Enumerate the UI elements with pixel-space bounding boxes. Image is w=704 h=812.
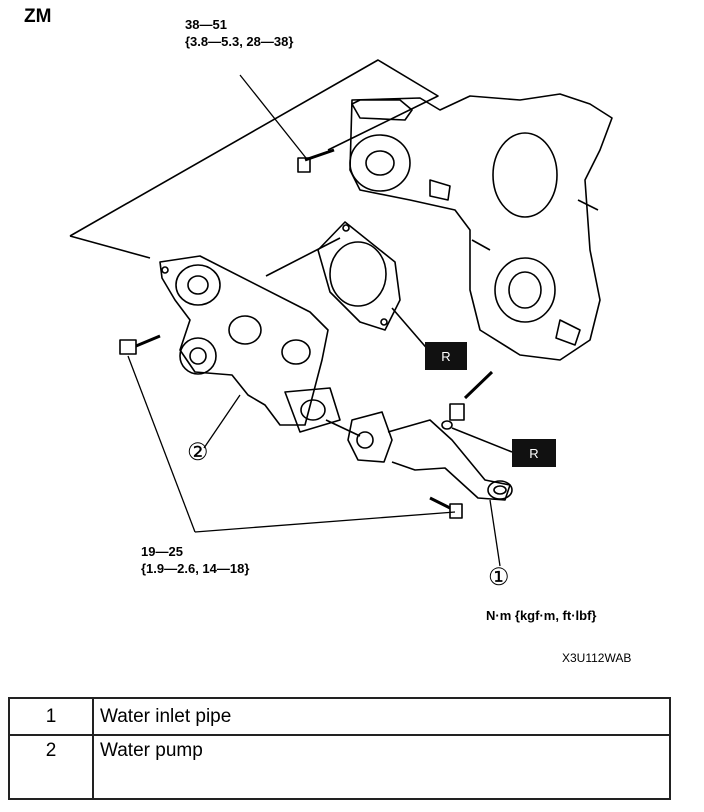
parts-legend-table: 1 Water inlet pipe 2 Water pump bbox=[8, 697, 671, 800]
legend-row: 1 Water inlet pipe bbox=[8, 697, 671, 736]
legend-row: 2 Water pump bbox=[8, 734, 671, 800]
legend-number: 2 bbox=[8, 734, 94, 800]
upper-bolt bbox=[239, 74, 335, 173]
engine-block-drawing bbox=[349, 93, 613, 361]
torque-upper-nm: 38—51 bbox=[185, 17, 227, 32]
torque-lower-nm: 19—25 bbox=[141, 544, 183, 559]
left-bolt bbox=[119, 334, 196, 533]
replace-badge-gasket: R bbox=[425, 342, 467, 370]
legend-number: 1 bbox=[8, 697, 94, 736]
torque-spec-lower: 19—25 {1.9—2.6, 14—18} bbox=[141, 543, 249, 577]
torque-spec-upper: 38—51 {3.8—5.3, 28—38} bbox=[185, 16, 293, 50]
legend-part-name: Water pump bbox=[92, 734, 671, 800]
engine-code-label: ZM bbox=[24, 6, 52, 27]
water-inlet-pipe-drawing bbox=[347, 411, 513, 567]
pipe-lower-bolt bbox=[194, 496, 463, 533]
torque-upper-alt: {3.8—5.3, 28—38} bbox=[185, 34, 294, 49]
exploded-view-diagram bbox=[69, 59, 613, 567]
water-pump-drawing bbox=[159, 255, 361, 437]
pipe-stud-bolt bbox=[441, 370, 513, 453]
replace-badge-oring: R bbox=[512, 439, 556, 467]
pump-gasket-drawing bbox=[317, 221, 431, 353]
figure-code: X3U112WAB bbox=[562, 651, 632, 665]
assembly-plane-outline bbox=[69, 59, 439, 237]
torque-lower-alt: {1.9—2.6, 14—18} bbox=[141, 561, 250, 576]
callout-2: ② bbox=[187, 439, 209, 466]
legend-part-name: Water inlet pipe bbox=[92, 697, 671, 736]
callout-1: ① bbox=[488, 564, 510, 591]
torque-units-label: N·m {kgf·m, ft·lbf} bbox=[486, 608, 597, 623]
